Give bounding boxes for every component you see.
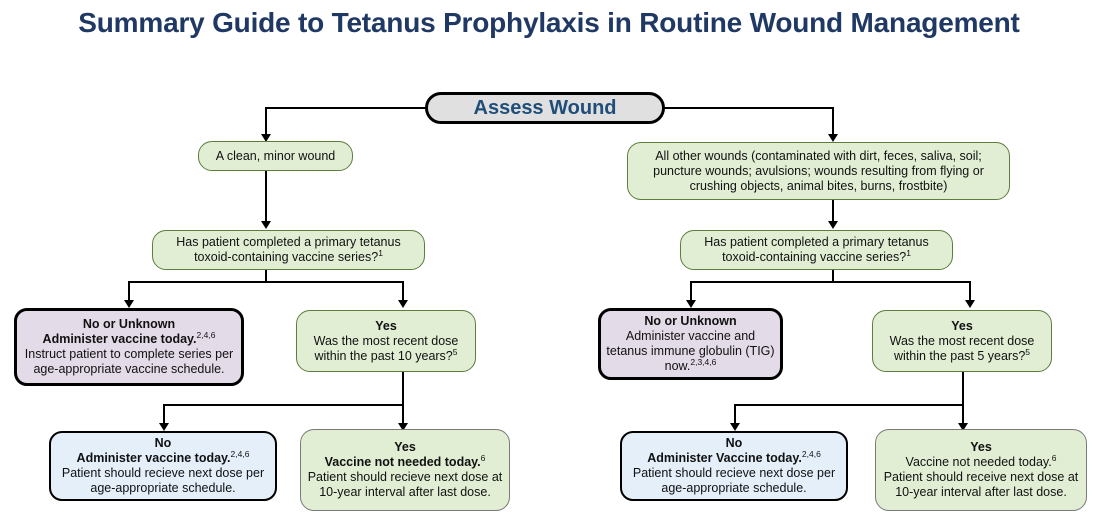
connector-root-left <box>265 107 427 109</box>
node-right-yes-recency-question: Yes Was the most recent dose within the … <box>872 310 1052 372</box>
connector-left-yes-stem <box>402 372 404 405</box>
connector-left-wound-to-question <box>265 171 267 224</box>
connector-right-wound-to-question <box>832 200 834 224</box>
connector-right-lower-a <box>734 404 736 426</box>
left-no-unknown-text: No or Unknown Administer vaccine today.2… <box>24 317 234 376</box>
right-outcome-no-text: No Administer Vaccine today.2,4,6 Patien… <box>632 436 836 495</box>
connector-right-split-b <box>969 281 971 303</box>
connector-left-split-a <box>128 281 130 303</box>
node-assess-wound: Assess Wound <box>425 92 665 124</box>
connector-root-right-down <box>832 107 834 137</box>
connector-root-left-down <box>265 107 267 137</box>
arrow-root-left <box>260 134 271 142</box>
left-question-text: Has patient completed a primary tetanus … <box>176 235 401 264</box>
connector-left-split-b <box>402 281 404 303</box>
right-wound-type-label: All other wounds (contaminated with dirt… <box>653 148 984 193</box>
node-right-no-unknown: No or Unknown Administer vaccine and tet… <box>598 308 783 380</box>
connector-right-lower-bar <box>734 404 964 406</box>
connector-right-yes-stem <box>962 372 964 405</box>
right-no-unknown-text: No or Unknown Administer vaccine and tet… <box>606 314 775 373</box>
right-outcome-yes-text: Yes Vaccine not needed today.6 Patient s… <box>883 440 1079 499</box>
right-yes-question-text: Yes Was the most recent dose within the … <box>889 318 1035 363</box>
connector-left-lower-bar <box>163 404 404 406</box>
connector-left-question-stem <box>265 270 267 282</box>
page-title: Summary Guide to Tetanus Prophylaxis in … <box>78 7 1020 38</box>
node-right-outcome-no: No Administer Vaccine today.2,4,6 Patien… <box>620 431 848 501</box>
arrow-root-right <box>827 134 838 142</box>
connector-right-split-a <box>690 281 692 303</box>
node-left-yes-recency-question: Yes Was the most recent dose within the … <box>296 310 476 372</box>
connector-left-split-bar <box>128 281 403 283</box>
node-right-outcome-yes: Yes Vaccine not needed today.6 Patient s… <box>875 429 1087 511</box>
connector-left-lower-b <box>402 404 404 426</box>
assess-wound-label: Assess Wound <box>473 96 617 119</box>
node-left-primary-series-question: Has patient completed a primary tetanus … <box>152 230 425 270</box>
left-wound-type-label: A clean, minor wound <box>215 148 336 163</box>
arrow-left-outcome-no <box>158 423 169 431</box>
connector-root-right <box>663 107 833 109</box>
node-left-no-unknown: No or Unknown Administer vaccine today.2… <box>14 308 244 386</box>
node-right-wound-type: All other wounds (contaminated with dirt… <box>627 142 1010 200</box>
arrow-right-no-unknown <box>685 300 696 308</box>
arrow-right-yes <box>964 300 975 308</box>
arrow-left-no-unknown <box>123 300 134 308</box>
arrow-right-outcome-yes <box>957 423 968 431</box>
node-left-outcome-no: No Administer vaccine today.2,4,6 Patien… <box>49 431 277 501</box>
node-left-outcome-yes: Yes Vaccine not needed today.6 Patient s… <box>300 429 510 511</box>
arrow-left-outcome-yes <box>397 423 408 431</box>
node-right-primary-series-question: Has patient completed a primary tetanus … <box>680 230 953 270</box>
connector-right-question-stem <box>832 270 834 282</box>
connector-right-lower-b <box>962 404 964 426</box>
connector-left-lower-a <box>163 404 165 426</box>
left-outcome-no-text: No Administer vaccine today.2,4,6 Patien… <box>61 436 265 495</box>
node-left-wound-type: A clean, minor wound <box>198 141 353 171</box>
right-question-text: Has patient completed a primary tetanus … <box>704 235 929 264</box>
arrow-right-outcome-no <box>729 423 740 431</box>
left-yes-question-text: Yes Was the most recent dose within the … <box>313 318 459 363</box>
connector-right-split-bar <box>690 281 970 283</box>
arrow-left-yes <box>397 300 408 308</box>
arrow-left-question <box>260 221 271 229</box>
left-outcome-yes-text: Yes Vaccine not needed today.6 Patient s… <box>307 440 503 499</box>
arrow-right-question <box>827 221 838 229</box>
